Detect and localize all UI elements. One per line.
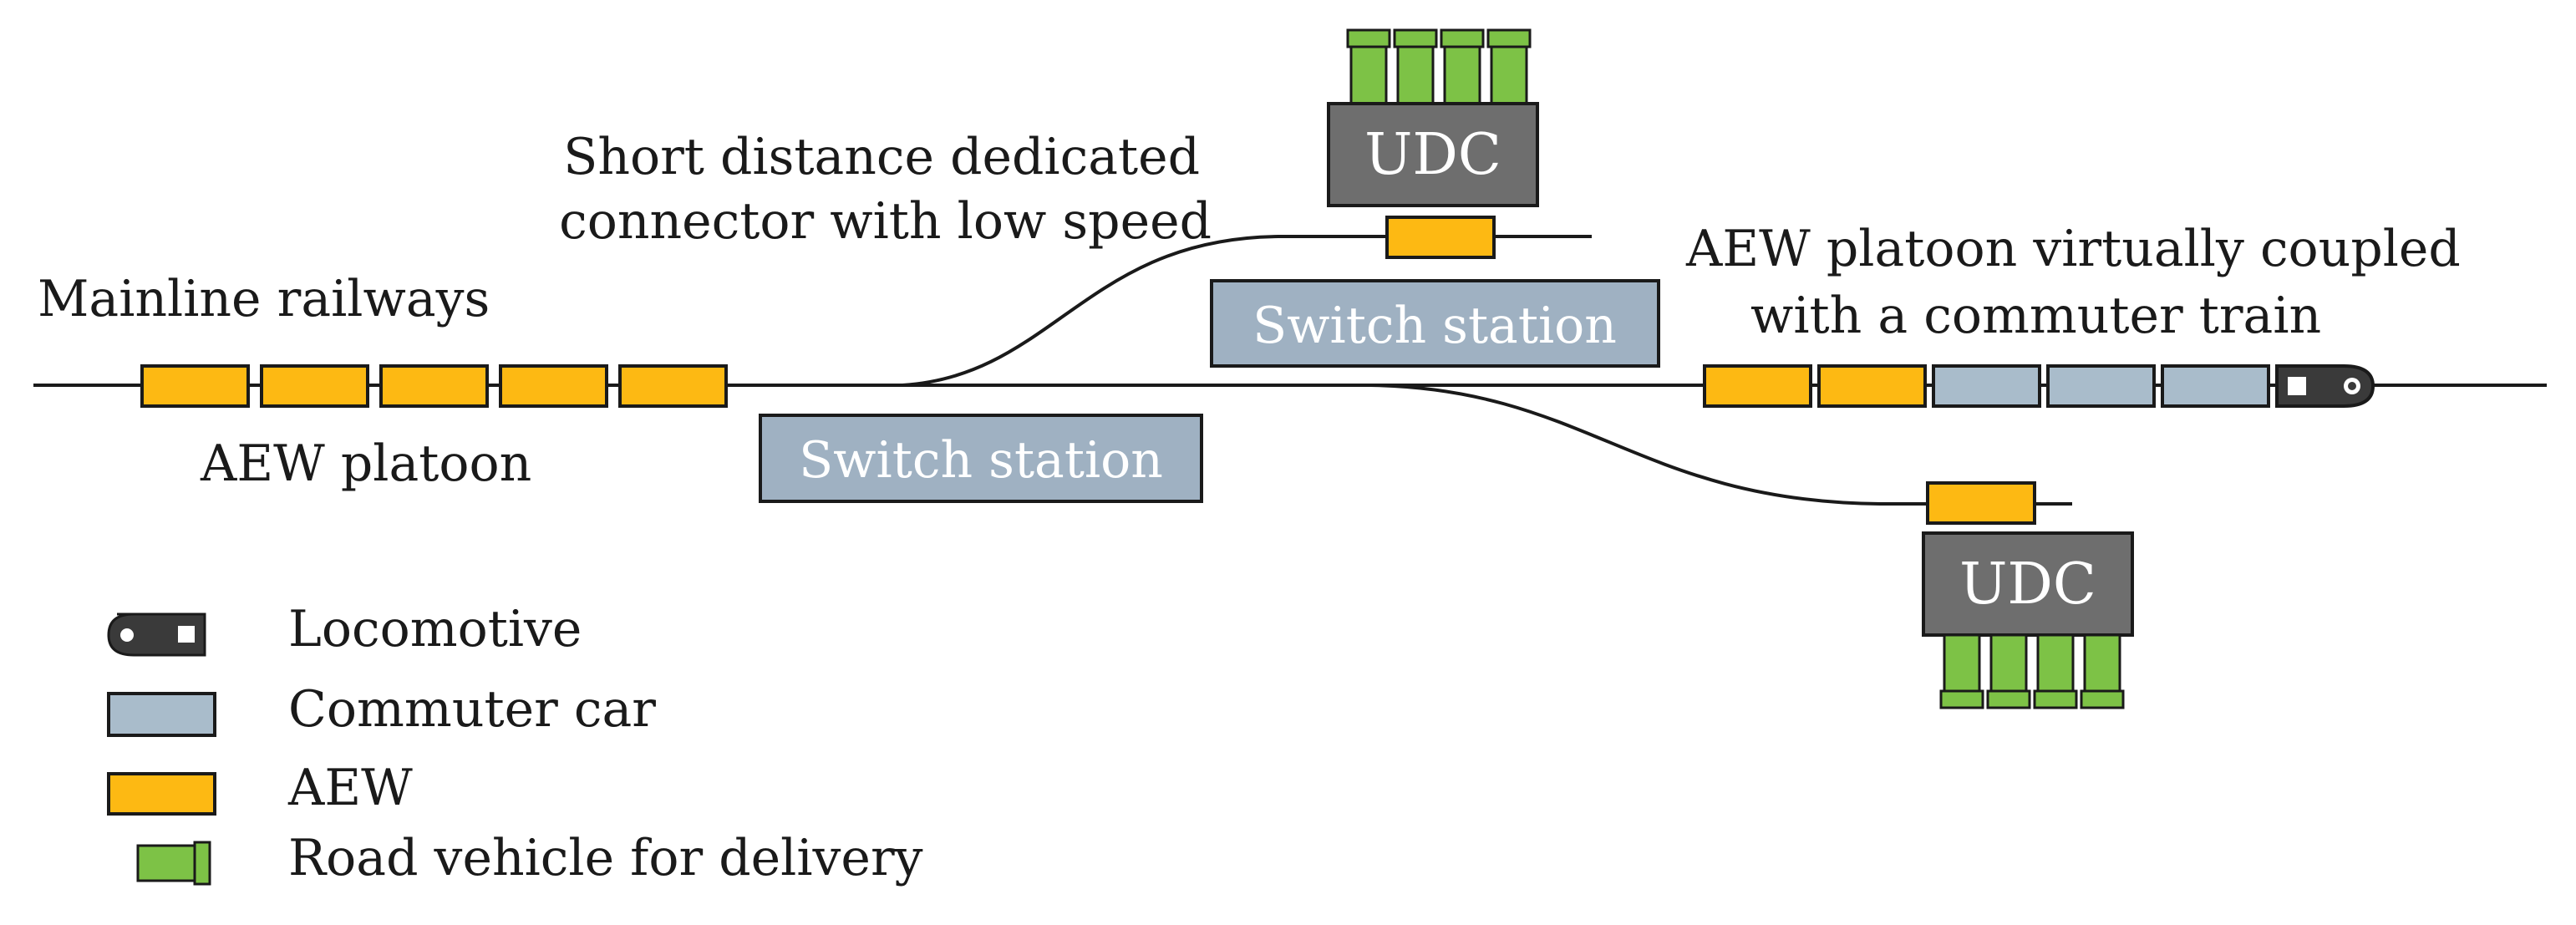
road-vehicle-cab (1486, 28, 1532, 48)
udc-box (1922, 531, 2134, 637)
road-vehicle (1943, 633, 1981, 694)
legend: Locomotive Commuter car AEW Road vehicle… (107, 600, 923, 887)
aew-car (379, 364, 489, 408)
road-vehicle-cab (2033, 689, 2078, 709)
road-vehicle (1349, 44, 1388, 106)
switch-station-label: Switch station (1252, 297, 1617, 355)
connector-label-line2: connector with low speed (559, 192, 1212, 251)
udc-label: UDC (1364, 122, 1501, 188)
aew-platoon-label: AEW platoon (200, 435, 531, 493)
road-vehicles-lower (1939, 633, 2125, 709)
switch-station-lower: Switch station (759, 414, 1203, 503)
aew-car (499, 364, 608, 408)
mainline-label: Mainline railways (38, 270, 490, 328)
road-vehicle-cab (2080, 689, 2125, 709)
legend-locomotive-symbol (107, 612, 206, 657)
coupled-train (1703, 364, 2375, 408)
legend-road-vehicle-symbol (136, 841, 211, 886)
connector-label-line1: Short distance dedicated (563, 128, 1200, 186)
aew-car (1926, 481, 2036, 525)
road-vehicle-cab (1986, 689, 2031, 709)
switch-station-label: Switch station (799, 431, 1163, 490)
switch-station-upper: Switch station (1210, 279, 1660, 368)
aew-car (1817, 364, 1927, 408)
aew-car (260, 364, 369, 408)
legend-aew-symbol (107, 772, 216, 816)
road-vehicle-cab (1440, 28, 1485, 48)
udc-label: UDC (1959, 551, 2096, 618)
aew-car (1703, 364, 1812, 408)
road-vehicle-cab (1393, 28, 1438, 48)
locomotive (2275, 364, 2375, 408)
road-vehicles-upper (1346, 28, 1532, 106)
aew-car (1385, 216, 1496, 259)
coupled-label-line2: with a commuter train (1750, 287, 2321, 345)
udc-lower: UDC (1922, 481, 2134, 709)
legend-label-commuter-car: Commuter car (288, 680, 656, 739)
udc-box (1327, 102, 1539, 207)
legend-label-road-vehicle: Road vehicle for delivery (288, 829, 923, 887)
legend-label-aew: AEW (287, 759, 413, 817)
commuter-car (2046, 364, 2156, 408)
road-vehicle-cab (1939, 689, 1984, 709)
coupled-label-line1: AEW platoon virtually coupled (1685, 220, 2461, 278)
road-vehicle (2083, 633, 2121, 694)
road-vehicle (1490, 44, 1528, 106)
lower-connector-track (1369, 384, 2072, 506)
commuter-car (2161, 364, 2270, 408)
legend-commuter-car-symbol (107, 692, 216, 737)
udc-upper: UDC (1327, 28, 1539, 259)
legend-label-locomotive: Locomotive (288, 600, 582, 658)
upper-connector-track (902, 235, 1592, 387)
road-vehicle (2036, 633, 2075, 694)
road-vehicle (1989, 633, 2028, 694)
aew-platoon-mainline (140, 364, 728, 408)
aew-car (140, 364, 250, 408)
road-vehicle (1396, 44, 1435, 106)
aew-car (618, 364, 728, 408)
road-vehicle-cab (1346, 28, 1391, 48)
road-vehicle (1443, 44, 1481, 106)
commuter-car (1932, 364, 2041, 408)
